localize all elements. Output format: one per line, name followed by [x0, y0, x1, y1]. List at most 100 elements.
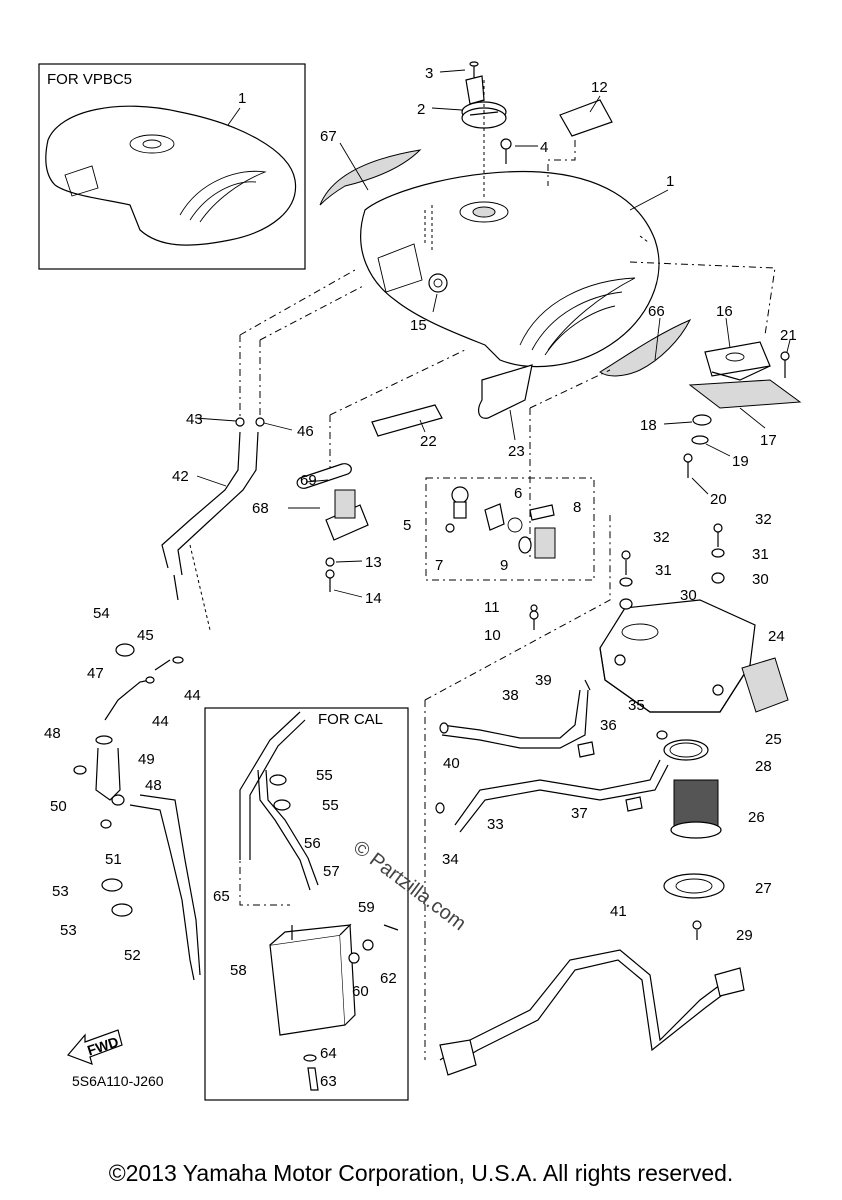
- callout-22: 22: [420, 433, 437, 450]
- callout-35: 35: [628, 697, 645, 714]
- fwd-label: FWD: [85, 1033, 120, 1058]
- hoses-right: [435, 689, 745, 1076]
- callout-66: 66: [648, 303, 665, 320]
- callout-45: 45: [137, 627, 154, 644]
- callout-38: 38: [502, 687, 519, 704]
- callout-40: 40: [443, 755, 460, 772]
- callout-19: 19: [732, 453, 749, 470]
- callout-37: 37: [571, 805, 588, 822]
- callout-5: 5: [403, 517, 411, 534]
- callout-12: 12: [591, 79, 608, 96]
- callout-58: 58: [230, 962, 247, 979]
- callout-15: 15: [410, 317, 427, 334]
- callout-53a: 53: [52, 883, 69, 900]
- callout-26: 26: [748, 809, 765, 826]
- callout-10: 10: [484, 627, 501, 644]
- fwd-arrow: FWD: [66, 1029, 123, 1065]
- fuel-cock-group: [425, 477, 595, 630]
- callout-1b: 1: [666, 173, 674, 190]
- callout-31b: 31: [752, 546, 769, 563]
- callout-62: 62: [380, 970, 397, 987]
- callout-55b: 55: [322, 797, 339, 814]
- callout-14: 14: [365, 590, 382, 607]
- callout-39: 39: [535, 672, 552, 689]
- callout-65: 65: [213, 888, 230, 905]
- callout-67: 67: [320, 128, 337, 145]
- callout-leaders: [194, 69, 791, 598]
- callout-54: 54: [93, 605, 110, 622]
- callout-44b: 44: [152, 713, 169, 730]
- sender-assembly: [296, 463, 369, 592]
- callout-57: 57: [323, 863, 340, 880]
- cal-label: FOR CAL: [318, 711, 383, 728]
- part-22: [371, 404, 443, 437]
- callout-30b: 30: [752, 571, 769, 588]
- callout-49: 49: [138, 751, 155, 768]
- callout-7: 7: [435, 557, 443, 574]
- callout-36: 36: [600, 717, 617, 734]
- callout-50: 50: [50, 798, 67, 815]
- callout-46: 46: [297, 423, 314, 440]
- fuel-tank: [360, 170, 660, 368]
- vpbc5-label: FOR VPBC5: [47, 71, 132, 88]
- fuel-pump-assembly: [577, 523, 789, 940]
- callout-52: 52: [124, 947, 141, 964]
- callout-21: 21: [780, 327, 797, 344]
- part-23: [478, 364, 533, 419]
- callout-47: 47: [87, 665, 104, 682]
- callout-34: 34: [442, 851, 459, 868]
- callout-18: 18: [640, 417, 657, 434]
- callout-25: 25: [765, 731, 782, 748]
- callout-2: 2: [417, 101, 425, 118]
- callout-1a: 1: [238, 90, 246, 107]
- callout-55a: 55: [316, 767, 333, 784]
- part-67: [319, 149, 422, 206]
- callout-53b: 53: [60, 922, 77, 939]
- callout-11: 11: [484, 599, 500, 616]
- copyright-notice: ©2013 Yamaha Motor Corporation, U.S.A. A…: [108, 1160, 734, 1186]
- callout-27: 27: [755, 880, 772, 897]
- callout-48a: 48: [44, 725, 61, 742]
- callout-numbers: 1 1 2 3 4 5 6 7 8 9 10 11 12 13 14 15 16…: [44, 65, 797, 1090]
- fuel-cap-assembly: [461, 61, 613, 200]
- callout-23: 23: [508, 443, 525, 460]
- callout-43: 43: [186, 411, 203, 428]
- callout-63: 63: [320, 1073, 337, 1090]
- callout-9: 9: [500, 557, 508, 574]
- callout-32a: 32: [653, 529, 670, 546]
- callout-51: 51: [105, 851, 122, 868]
- part-66: [599, 319, 692, 377]
- callout-69: 69: [300, 472, 317, 489]
- callout-17: 17: [760, 432, 777, 449]
- callout-20: 20: [710, 491, 727, 508]
- callout-56: 56: [304, 835, 321, 852]
- callout-4: 4: [540, 139, 548, 156]
- callout-13: 13: [365, 554, 382, 571]
- callout-29: 29: [736, 927, 753, 944]
- callout-64: 64: [320, 1045, 337, 1062]
- callout-24: 24: [768, 628, 785, 645]
- callout-48b: 48: [145, 777, 162, 794]
- clamps-left: [73, 417, 265, 917]
- callout-28: 28: [755, 758, 772, 775]
- callout-3: 3: [425, 65, 433, 82]
- callout-42: 42: [172, 468, 189, 485]
- tank-bracket-assembly: [683, 341, 802, 478]
- callout-30a: 30: [680, 587, 697, 604]
- callout-59: 59: [358, 899, 375, 916]
- diagram-code: 5S6A110-J260: [72, 1073, 164, 1089]
- hoses-left: [104, 431, 259, 981]
- callout-60: 60: [352, 983, 369, 1000]
- callout-41: 41: [610, 903, 627, 920]
- callout-16: 16: [716, 303, 733, 320]
- callout-8: 8: [573, 499, 581, 516]
- callout-32b: 32: [755, 511, 772, 528]
- callout-33: 33: [487, 816, 504, 833]
- callout-68: 68: [252, 500, 269, 517]
- callout-31a: 31: [655, 562, 672, 579]
- callout-6: 6: [514, 485, 522, 502]
- cal-inset: FOR CAL: [204, 707, 409, 1101]
- callout-44a: 44: [184, 687, 201, 704]
- vpbc5-inset: FOR VPBC5: [38, 63, 306, 270]
